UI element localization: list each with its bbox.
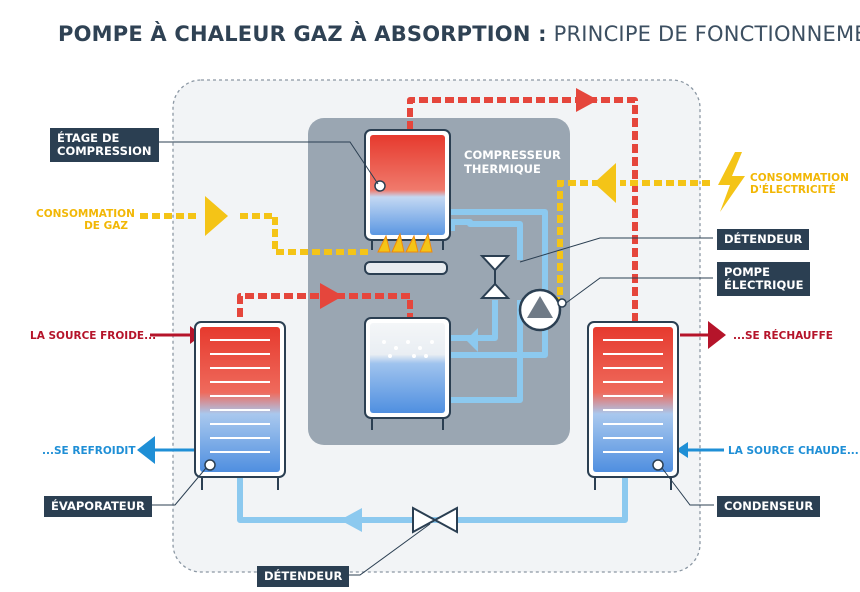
label-consommation-electricite: Consommation d'électricité: [750, 172, 849, 196]
label-consommation-gaz: CONSOMMATION DE GAZ: [36, 208, 135, 232]
gas-arrow: [205, 196, 228, 236]
condenser-tank: [587, 321, 679, 490]
electricity-arrow: [594, 163, 616, 203]
refroidit-arrowhead: [137, 436, 155, 464]
mid-loop-arrow: [466, 328, 478, 352]
gas-pipe: [140, 213, 370, 255]
tag-etage-line2: COMPRESSION: [57, 144, 152, 158]
lightning-icon: [718, 152, 745, 212]
tag-evaporateur: ÉVAPORATEUR: [44, 496, 152, 517]
label-se-refroidit: ...SE REFROIDIT: [42, 445, 136, 457]
top-hot-arrow: [576, 88, 598, 112]
electric-pump-icon: [518, 288, 567, 332]
title-bold: POMPE À CHALEUR GAZ À ABSORPTION :: [58, 22, 547, 46]
evaporator-tank: [194, 321, 286, 490]
label-source-chaude: LA SOURCE CHAUDE...: [728, 445, 859, 457]
tag-pompe-line1: POMPE: [724, 265, 770, 279]
bottom-loop-arrow: [340, 508, 362, 532]
label-compresseur-line1: COMPRESSEUR: [464, 148, 561, 162]
absorber-tank: [364, 317, 451, 430]
expansion-valve-bottom-icon: [412, 506, 458, 534]
expansion-valve-top-icon: [479, 255, 511, 299]
label-gaz-line2: DE GAZ: [84, 220, 128, 232]
label-elec-line2: d'électricité: [750, 184, 836, 196]
tag-detendeur-top: DÉTENDEUR: [717, 229, 810, 250]
label-compresseur-line2: THERMIQUE: [464, 162, 541, 176]
tag-condenseur: CONDENSEUR: [717, 496, 821, 517]
page-title: POMPE À CHALEUR GAZ À ABSORPTION : PRINC…: [58, 22, 860, 46]
rechauffe-arrowhead: [708, 321, 726, 349]
tag-etage-compression: ÉTAGE DE COMPRESSION: [50, 128, 159, 162]
title-light: PRINCIPE DE FONCTIONNEMENT: [553, 22, 860, 46]
electricity-pipe: [540, 180, 710, 303]
mid-hot-arrow: [320, 283, 343, 309]
tag-detendeur-bottom: DÉTENDEUR: [257, 566, 350, 587]
label-elec-line1: Consommation: [750, 172, 849, 184]
label-se-rechauffe: ...SE RÉCHAUFFE: [733, 330, 833, 342]
label-source-froide: LA SOURCE FROIDE...: [30, 330, 157, 342]
source-chaude-arrowhead: [676, 442, 688, 458]
label-gaz-line1: CONSOMMATION: [36, 208, 135, 220]
tag-etage-line1: ÉTAGE DE: [57, 131, 120, 145]
label-compresseur-thermique: COMPRESSEUR THERMIQUE: [464, 148, 561, 176]
compression-tank: [364, 129, 451, 250]
burner: [364, 232, 448, 275]
tag-pompe-line2: ÉLECTRIQUE: [724, 278, 804, 292]
tag-pompe-electrique: POMPE ÉLECTRIQUE: [717, 262, 811, 296]
cold-pipes: [237, 209, 628, 523]
